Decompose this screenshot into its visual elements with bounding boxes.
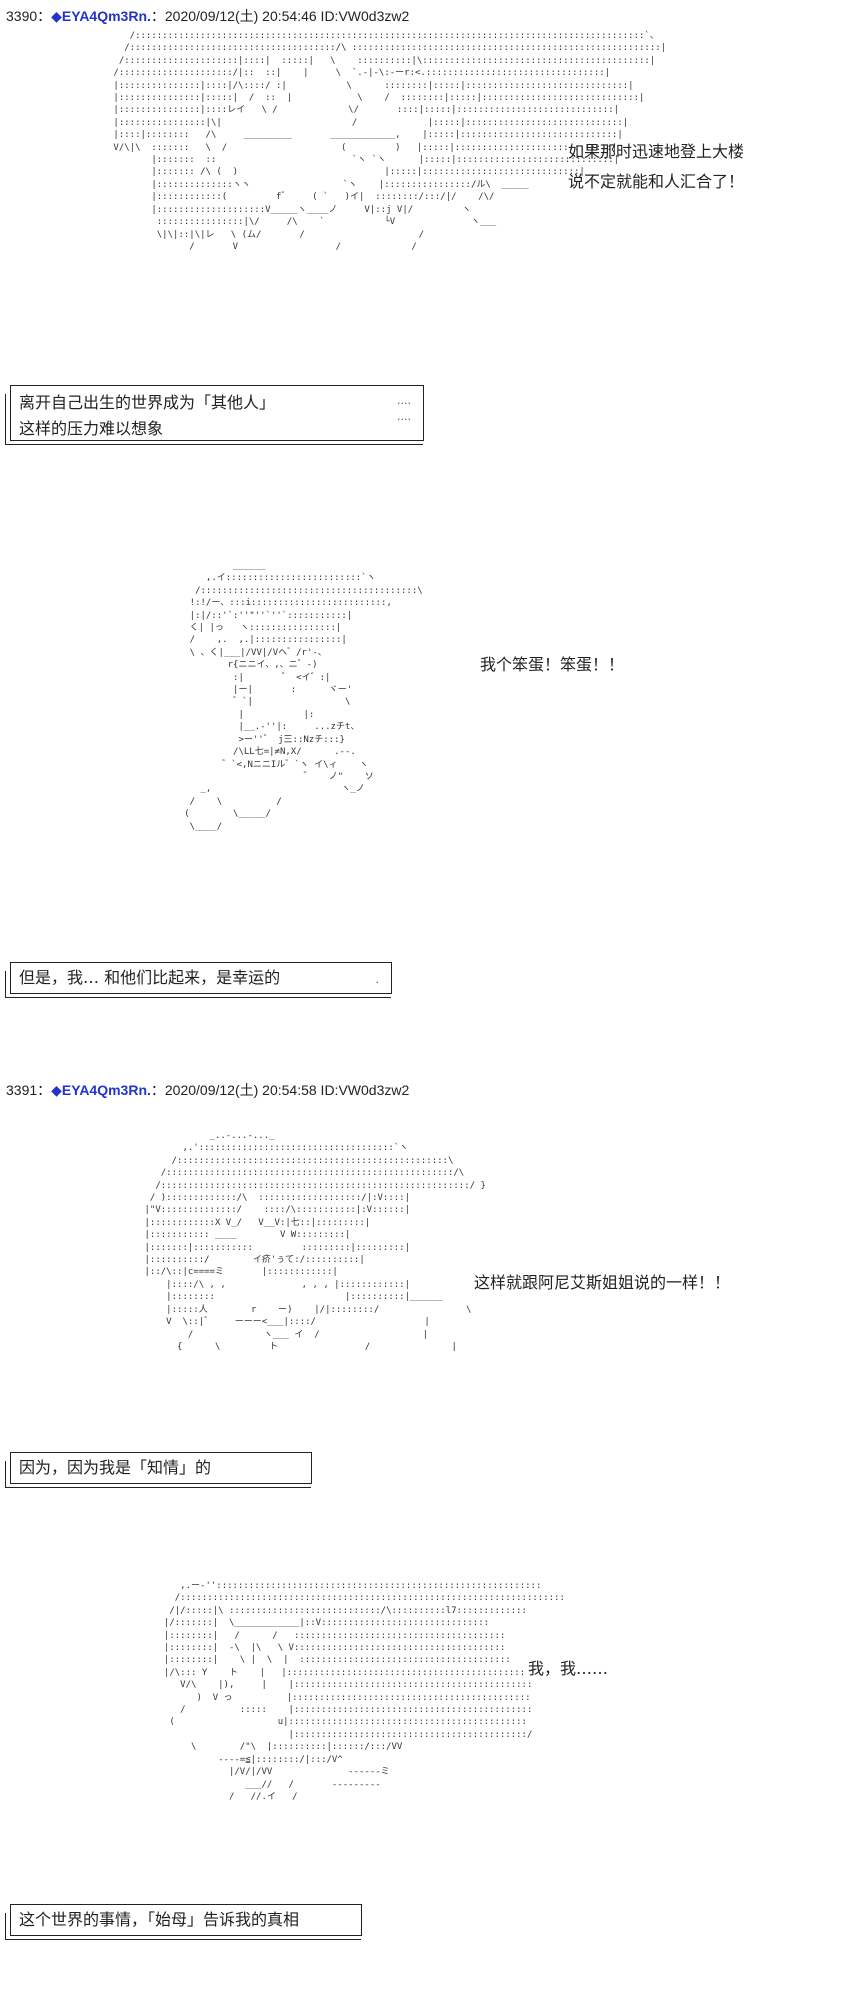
post-number: 3391 — [6, 1082, 38, 1098]
narration-line: 这样的压力难以想象 — [19, 419, 164, 438]
post-separator: ： — [37, 8, 52, 24]
speech-line: 我个笨蛋！笨蛋！！ — [480, 655, 625, 674]
speech-line: 我，我…… — [528, 1659, 609, 1678]
narration-dots: .... — [397, 394, 411, 407]
post-separator: ： — [37, 1082, 52, 1098]
ascii-art-building: /:::::::::::::::::::::::::::::::::::::::… — [113, 31, 667, 252]
post-number: 3390 — [6, 8, 38, 24]
ascii-art-girl-portrait: _..-...-..._ ,.'::::::::::::::::::::::::… — [144, 1131, 486, 1352]
ascii-art-girl-holding-head: ,.ー‐''::::::::::::::::::::::::::::::::::… — [163, 1581, 565, 1802]
speech-line: 这样就跟阿尼艾斯姐姐说的一样！！ — [474, 1273, 731, 1292]
post-info: ：2020/09/12(土) 20:54:58 ID:VW0d3zw2 — [150, 1082, 410, 1098]
narration-line: 离开自己出生的世界成为「其他人」 — [19, 393, 276, 412]
speech-line: 如果那时迅速地登上大楼 — [568, 142, 745, 161]
poster-trip-link[interactable]: ◆EYA4Qm3Rn. — [51, 8, 151, 24]
narration-box-2: 但是，我… 和他们比起来，是幸运的 . — [5, 962, 392, 998]
narration-line: 但是，我… 和他们比起来，是幸运的 — [19, 968, 281, 987]
narration-box-4: 这个世界的事情，「始母」告诉我的真相 — [5, 1904, 362, 1940]
narration-line: 因为，因为我是「知情」的 — [19, 1458, 212, 1477]
narration-dots: .... — [397, 410, 411, 423]
narration-line: 这个世界的事情，「始母」告诉我的真相 — [19, 1910, 300, 1929]
speech-text-1: 如果那时迅速地登上大楼 说不定就能和人汇合了！ — [568, 137, 744, 197]
speech-text-3: 这样就跟阿尼艾斯姐姐说的一样！！ — [474, 1268, 730, 1298]
speech-line: 说不定就能和人汇合了！ — [568, 172, 745, 191]
speech-text-4: 我，我…… — [528, 1654, 608, 1684]
ascii-art-crouching-girl: ______ ,.イ:::::::::::::::::::::::::`ヽ /:… — [184, 561, 423, 832]
post-header-3391: 3391：◆EYA4Qm3Rn.：2020/09/12(土) 20:54:58 … — [6, 1080, 409, 1100]
narration-box-1: 离开自己出生的世界成为「其他人」 这样的压力难以想象 .... .... — [5, 385, 424, 445]
speech-text-2: 我个笨蛋！笨蛋！！ — [480, 650, 624, 680]
post-header-3390: 3390：◆EYA4Qm3Rn.：2020/09/12(土) 20:54:46 … — [6, 6, 409, 26]
narration-dot: . — [375, 973, 380, 986]
post-info: ：2020/09/12(土) 20:54:46 ID:VW0d3zw2 — [150, 8, 410, 24]
narration-box-3: 因为，因为我是「知情」的 — [5, 1452, 312, 1488]
poster-trip-link[interactable]: ◆EYA4Qm3Rn. — [51, 1082, 151, 1098]
